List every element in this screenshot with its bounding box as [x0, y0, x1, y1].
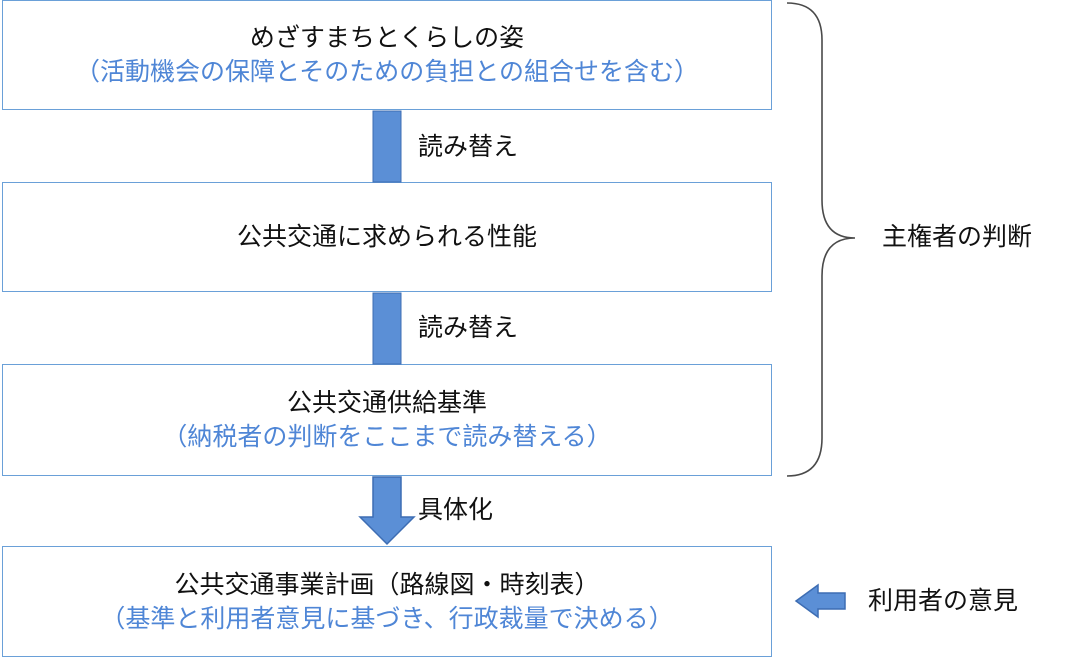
curly-brace-icon	[786, 2, 856, 477]
connector-label-1: 読み替え	[418, 132, 519, 161]
box-plan-title: 公共交通事業計画（路線図・時刻表）	[174, 569, 600, 599]
brace-label: 主権者の判断	[882, 222, 1033, 251]
box-standard: 公共交通供給基準 （納税者の判断をここまで読み替える）	[2, 364, 772, 476]
box-goal-title: めざすまちとくらしの姿	[249, 23, 525, 52]
box-plan-subtitle: （基準と利用者意見に基づき、行政裁量で決める）	[100, 603, 674, 633]
connector-bar-1	[372, 110, 402, 183]
box-plan: 公共交通事業計画（路線図・時刻表） （基準と利用者意見に基づき、行政裁量で決める…	[2, 546, 772, 657]
box-goal-subtitle: （活動機会の保障とそのための負担との組合せを含む）	[74, 57, 699, 86]
connector-label-3: 具体化	[418, 495, 494, 524]
box-performance-title: 公共交通に求められる性能	[236, 222, 537, 251]
box-standard-subtitle: （納税者の判断をここまで読み替える）	[162, 422, 612, 451]
down-arrow-icon	[358, 476, 416, 546]
box-goal: めざすまちとくらしの姿 （活動機会の保障とそのための負担との組合せを含む）	[2, 0, 772, 110]
left-arrow-icon	[794, 583, 846, 619]
connector-label-2: 読み替え	[418, 313, 519, 342]
connector-bar-2	[372, 292, 402, 365]
side-input-label: 利用者の意見	[868, 586, 1019, 615]
box-standard-title: 公共交通供給基準	[286, 388, 487, 417]
